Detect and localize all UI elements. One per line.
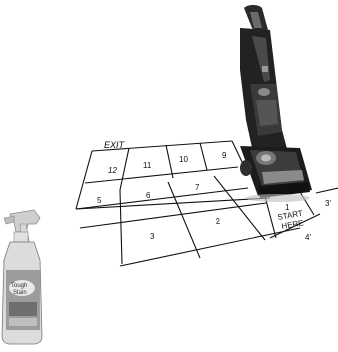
cell-number-3: 3	[150, 232, 155, 241]
cell-number-5: 5	[97, 196, 102, 205]
product-name-line2: Stain	[13, 290, 27, 296]
depth-dimension-label: 3'	[325, 199, 331, 208]
exit-label: EXIT	[104, 140, 126, 150]
cell-number-10: 10	[179, 155, 188, 164]
cell-number-2: 2	[215, 216, 221, 226]
width-dimension-label: 4'	[305, 233, 311, 242]
cell-number-6: 6	[146, 191, 151, 200]
product-name-line1: Tough	[11, 283, 27, 289]
cell-number-7: 7	[195, 183, 200, 192]
cell-number-9: 9	[222, 151, 227, 160]
spray-bottle-illustration	[2, 210, 42, 344]
carpet-cleaner-illustration	[240, 5, 312, 202]
cell-number-12: 12	[108, 166, 117, 175]
cell-number-11: 11	[143, 161, 152, 170]
